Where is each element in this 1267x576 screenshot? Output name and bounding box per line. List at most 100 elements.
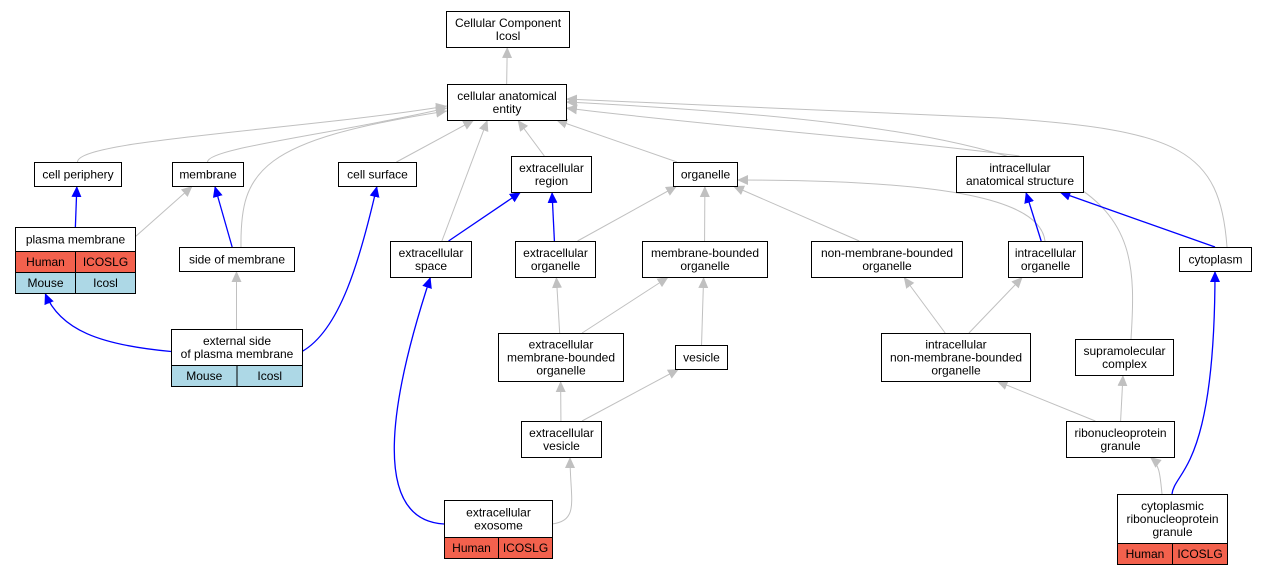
term-box: [515, 241, 596, 278]
term-node-membrane[interactable]: membrane: [172, 162, 244, 187]
edge-is-a-organelle-to-cae: [555, 118, 678, 163]
term-label-line: granule: [1100, 439, 1140, 453]
term-node-cell-surface[interactable]: cell surface: [338, 162, 417, 187]
term-label-line: extracellular: [466, 506, 531, 520]
term-label-line: cell periphery: [42, 168, 113, 182]
edge-is-a-cell-periphery-to-cae: [77, 102, 448, 163]
term-label-line: cytoplasmic: [1141, 499, 1204, 513]
gene-symbol-label: ICOSLG: [1177, 547, 1222, 561]
term-label-line: vesicle: [683, 351, 720, 365]
term-label-line: non-membrane-bounded: [890, 351, 1022, 365]
term-box: [390, 241, 472, 278]
term-label-line: organelle: [862, 259, 912, 273]
term-label-line: extracellular: [529, 426, 594, 440]
term-box: [338, 162, 417, 187]
term-label-line: cellular anatomical: [457, 89, 556, 103]
term-label-line: entity: [493, 102, 522, 116]
term-label-line: intracellular: [925, 338, 986, 352]
gene-symbol-label: Icosl: [93, 276, 118, 290]
edge-is-a-cyto-rnp-granule-to-rnp-granule: [1149, 456, 1163, 495]
edge-is-a-ec-exosome-to-ec-vesicle: [551, 456, 576, 525]
edge-is-a-rnp-granule-to-ic-nmb-organelle: [996, 380, 1096, 422]
term-node-vesicle[interactable]: vesicle: [675, 345, 728, 370]
edge-is-a-ias-to-cae: [565, 104, 1020, 157]
term-box: [956, 156, 1084, 193]
term-box: [1008, 241, 1083, 278]
edge-is-a-ic-nmb-organelle-to-nmb-organelle: [903, 276, 946, 334]
term-label-line: complex: [1102, 357, 1147, 371]
species-label: Human: [26, 255, 65, 269]
edge-is-a-cell-surface-to-cae: [396, 119, 475, 163]
term-label-line: organelle: [1021, 259, 1071, 273]
edge-is-a-plasma-membrane-to-membrane: [134, 185, 193, 238]
term-box: [1179, 247, 1252, 272]
term-node-organelle[interactable]: organelle: [673, 162, 738, 187]
term-label-line: membrane-bounded: [651, 246, 759, 260]
term-box: [447, 84, 567, 121]
term-node-cell-periphery[interactable]: cell periphery: [34, 162, 122, 187]
species-label: Human: [1126, 547, 1165, 561]
term-box: [881, 333, 1031, 382]
gene-symbol-cell: [498, 537, 553, 559]
term-box: [642, 241, 768, 278]
edge-is-a-cae-to-root: [502, 46, 513, 85]
term-box: [521, 421, 602, 458]
edge-is-a-vesicle-to-mb-organelle: [698, 276, 709, 346]
term-node-side-of-membrane[interactable]: side of membrane: [179, 247, 295, 272]
term-box: [498, 333, 624, 382]
edge-part-of-ext-side-pm-to-cell-surface: [301, 185, 380, 353]
term-box: [511, 156, 592, 193]
gene-symbol-label: ICOSLG: [83, 255, 128, 269]
term-node-cyto-rnp-granule[interactable]: cytoplasmicribonucleoproteingranuleHuman…: [1117, 494, 1228, 565]
edge-part-of-ic-organelle-to-ias: [1024, 191, 1042, 242]
term-box: [673, 162, 738, 187]
edge-is-a-rnp-granule-to-supramolecular: [1117, 374, 1128, 422]
term-label-line: organelle: [681, 168, 731, 182]
term-label-line: extracellular: [519, 161, 584, 175]
term-label-line: organelle: [536, 364, 586, 378]
edge-part-of-ec-space-to-ec-region: [448, 191, 522, 242]
gene-symbol-cell: [1172, 543, 1228, 565]
edge-is-a-ic-organelle-to-organelle: [736, 175, 1046, 242]
term-label-line: vesicle: [543, 439, 580, 453]
edge-is-a-ec-vesicle-to-vesicle: [581, 368, 680, 422]
term-label-line: region: [535, 174, 568, 188]
term-label-line: plasma membrane: [26, 233, 126, 247]
edge-part-of-ext-side-pm-to-plasma-membrane: [44, 292, 172, 353]
term-label-line: organelle: [931, 364, 981, 378]
gene-symbol-cell: [236, 365, 303, 387]
term-box: [1075, 339, 1174, 376]
edge-part-of-ec-organelle-to-ec-region: [547, 191, 558, 242]
gene-symbol-label: ICOSLG: [503, 541, 548, 555]
term-label-line: membrane: [179, 168, 237, 182]
term-box: [446, 11, 570, 48]
term-label-line: ribonucleoprotein: [1126, 512, 1218, 526]
term-node-ic-nmb-organelle[interactable]: intracellularnon-membrane-boundedorganel…: [881, 333, 1031, 382]
term-label-line: of plasma membrane: [181, 347, 294, 361]
term-label-line: external side: [203, 334, 271, 348]
term-label-line: exosome: [474, 519, 523, 533]
edge-is-a-ec-mb-organelle-to-ec-organelle: [552, 276, 563, 334]
term-node-cytoplasm[interactable]: cytoplasm: [1179, 247, 1252, 272]
term-label-line: Icosl: [496, 29, 521, 43]
edge-part-of-side-of-membrane-to-membrane: [212, 185, 233, 248]
edge-is-a-nmb-organelle-to-organelle: [732, 185, 860, 242]
